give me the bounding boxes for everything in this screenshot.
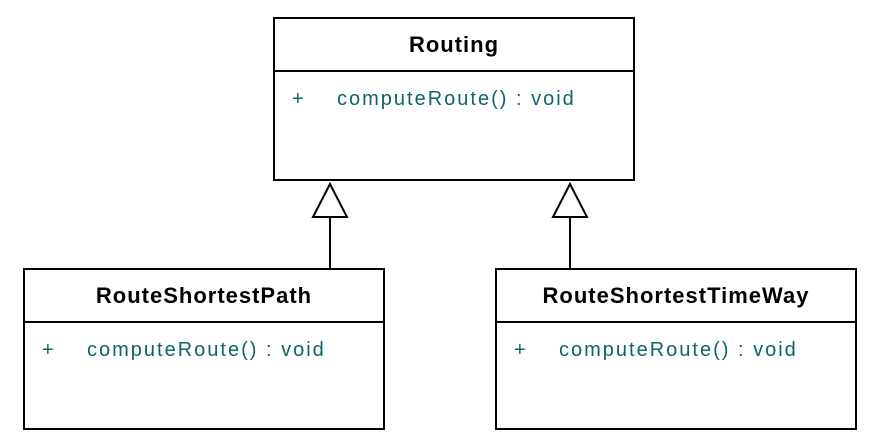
class-node-route-shortest-path[interactable]: RouteShortestPath + computeRoute() : voi…	[23, 268, 385, 430]
class-name: Routing	[275, 19, 633, 72]
method-signature: computeRoute() : void	[87, 339, 326, 361]
method-signature: computeRoute() : void	[337, 88, 576, 110]
generalization-edge-right	[551, 181, 589, 268]
class-name: RouteShortestPath	[25, 270, 383, 323]
visibility-public-symbol: +	[42, 339, 56, 361]
class-node-routing[interactable]: Routing + computeRoute() : void	[273, 17, 635, 181]
generalization-triangle-icon	[311, 181, 349, 218]
method-signature: computeRoute() : void	[559, 339, 798, 361]
method-row: + computeRoute() : void	[497, 339, 855, 362]
class-node-route-shortest-time-way[interactable]: RouteShortestTimeWay + computeRoute() : …	[495, 268, 857, 430]
visibility-public-symbol: +	[292, 88, 306, 110]
class-name: RouteShortestTimeWay	[497, 270, 855, 323]
methods-compartment: + computeRoute() : void	[275, 72, 633, 111]
methods-compartment: + computeRoute() : void	[497, 323, 855, 362]
method-row: + computeRoute() : void	[25, 339, 383, 362]
method-row: + computeRoute() : void	[275, 88, 633, 111]
generalization-triangle-icon	[551, 181, 589, 218]
methods-compartment: + computeRoute() : void	[25, 323, 383, 362]
visibility-public-symbol: +	[514, 339, 528, 361]
generalization-edge-left	[311, 181, 349, 268]
